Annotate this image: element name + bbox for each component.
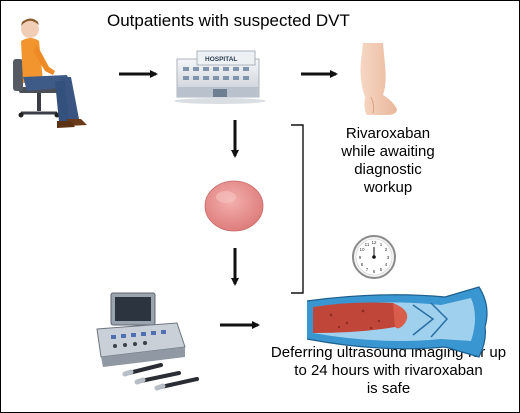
leg-icon <box>360 43 397 115</box>
waiting-bracket <box>291 124 304 294</box>
ultrasound-device <box>96 292 199 391</box>
rivaroxaban-note-line: workup <box>363 179 413 196</box>
rivaroxaban-note: Rivaroxaban while awaiting diagnostic wo… <box>317 125 459 197</box>
clock-number: 2 <box>385 247 388 252</box>
clock-number: 1 <box>380 242 383 247</box>
rivaroxaban-note-line: diagnostic <box>354 161 422 178</box>
conclusion-line: to 24 hours with rivaroxaban <box>294 362 483 379</box>
clock-number: 12 <box>371 240 377 245</box>
hospital-sign: HOSPITAL <box>205 56 237 63</box>
rivaroxaban-note-line: while awaiting <box>341 143 435 160</box>
diagram-title: Outpatients with suspected DVT <box>107 11 350 30</box>
clock-number: 10 <box>359 247 365 252</box>
clock-number: 3 <box>387 255 390 260</box>
vein-thrombus-icon <box>306 286 488 358</box>
hospital-icon <box>174 50 266 104</box>
clock-number: 8 <box>361 262 364 267</box>
clock-number: 6 <box>373 269 376 274</box>
clock-number: 7 <box>366 267 369 272</box>
pill-icon <box>204 180 264 232</box>
clock-number: 11 <box>365 242 370 247</box>
clock-number: 5 <box>380 267 383 272</box>
patient-figure <box>13 18 87 128</box>
clock-number: 9 <box>359 255 362 260</box>
rivaroxaban-note-line: Rivaroxaban <box>345 125 431 142</box>
clock-icon: 12 1 2 3 4 5 6 7 8 9 10 11 <box>352 235 396 279</box>
conclusion-line: is safe <box>366 380 411 397</box>
clock-number: 4 <box>385 262 388 267</box>
